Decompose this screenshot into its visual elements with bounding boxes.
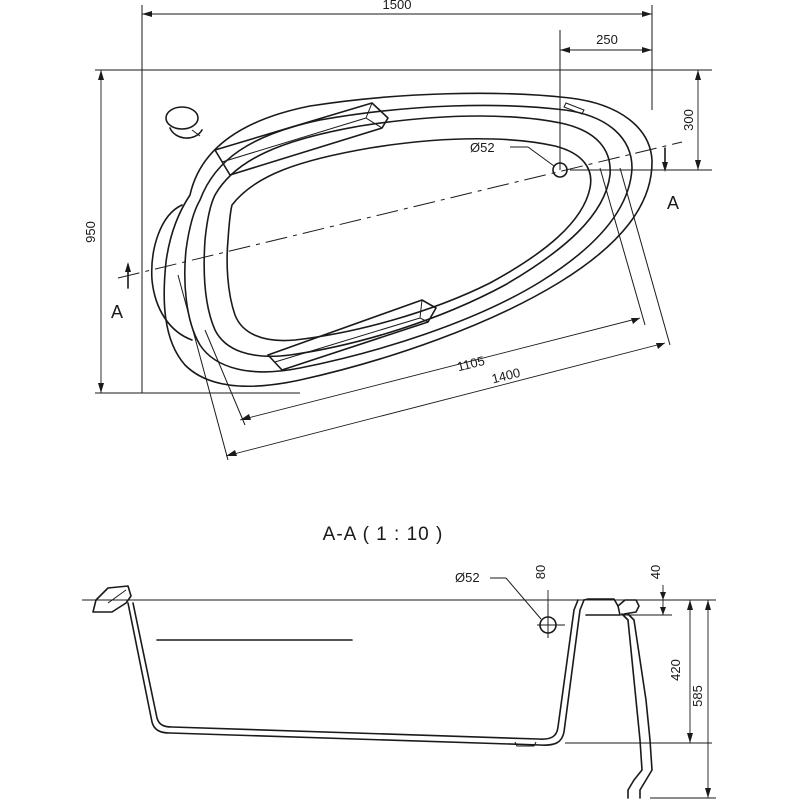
dim-rim-label: 40 <box>648 565 663 579</box>
section-view: A-A ( 1 : 10 ) Ø52 80 <box>82 524 716 799</box>
dim-arrow <box>226 450 237 456</box>
top-armrest <box>214 102 389 176</box>
length-ext-right-outer <box>619 167 671 346</box>
tub-shell-inner <box>132 599 579 740</box>
dim-length-inner-label: 1105 <box>456 353 487 374</box>
dim-arrow <box>705 600 711 610</box>
right-rim <box>583 598 621 616</box>
dim-line-length-outer <box>225 342 666 457</box>
left-rim-hatch <box>107 589 127 604</box>
overflow-slot <box>563 102 585 115</box>
bottom-armrest-edge <box>274 317 421 363</box>
dim-drain-height-label: 80 <box>533 565 548 579</box>
dim-arrow <box>560 47 570 53</box>
section-title: A-A ( 1 : 10 ) <box>323 524 444 545</box>
dim-width-label: 1500 <box>383 0 412 12</box>
dim-arrow <box>98 383 104 393</box>
apron-inner <box>627 613 653 799</box>
section-arrow-right-head <box>662 162 668 172</box>
section-mark-left: A <box>111 302 123 322</box>
dim-arrow <box>687 600 693 610</box>
drain-label: Ø52 <box>470 140 495 155</box>
tub-basin-edge <box>203 115 611 358</box>
dim-arrow <box>660 607 666 615</box>
tub-inner-rim <box>184 104 633 373</box>
section-drain-label: Ø52 <box>455 570 480 585</box>
dim-arrow <box>98 70 104 80</box>
dim-arrow <box>240 414 251 420</box>
dim-total-height-label: 585 <box>690 685 705 707</box>
overflow-knob-stem <box>191 129 201 137</box>
dim-length-outer-label: 1400 <box>490 365 522 387</box>
dim-arrow <box>687 733 693 743</box>
length-ext-right-inner <box>599 167 646 326</box>
top-armrest-edge <box>221 117 367 163</box>
dim-arrow <box>631 318 640 324</box>
drain-leader <box>527 146 555 167</box>
dim-arrow <box>656 343 665 349</box>
dim-drain-x-label: 250 <box>596 32 618 47</box>
dim-arrow <box>660 592 666 600</box>
left-rim-lip <box>92 585 132 613</box>
overflow-knob-base <box>169 127 203 139</box>
drain-foot <box>514 741 537 747</box>
bottom-armrest <box>267 299 437 371</box>
dim-arrow <box>642 11 652 17</box>
top-view: 1500 250 300 950 <box>83 0 712 461</box>
dim-line-length-inner <box>239 317 641 421</box>
section-line <box>117 141 683 279</box>
dim-arrow <box>142 11 152 17</box>
tub-outer-rim <box>163 92 653 388</box>
tub-inner-bottom <box>226 137 592 342</box>
overflow-knob <box>165 106 199 130</box>
right-rim-cap <box>617 599 640 615</box>
dim-drain-y-label: 300 <box>681 109 696 131</box>
tub-rim-bulge <box>150 204 193 341</box>
tub-shell-outer <box>127 599 585 746</box>
section-arrow-left-head <box>125 262 131 272</box>
apron-outer <box>621 613 643 799</box>
dim-inner-depth-label: 420 <box>668 659 683 681</box>
dim-arrow <box>705 788 711 798</box>
dim-arrow <box>642 47 652 53</box>
section-mark-right: A <box>667 193 679 213</box>
dim-depth-label: 950 <box>83 221 98 243</box>
dim-arrow <box>695 160 701 170</box>
section-drain-leader <box>505 577 542 620</box>
dim-arrow <box>695 70 701 80</box>
length-ext-left-inner <box>204 329 246 426</box>
length-ext-left-outer <box>177 274 229 461</box>
